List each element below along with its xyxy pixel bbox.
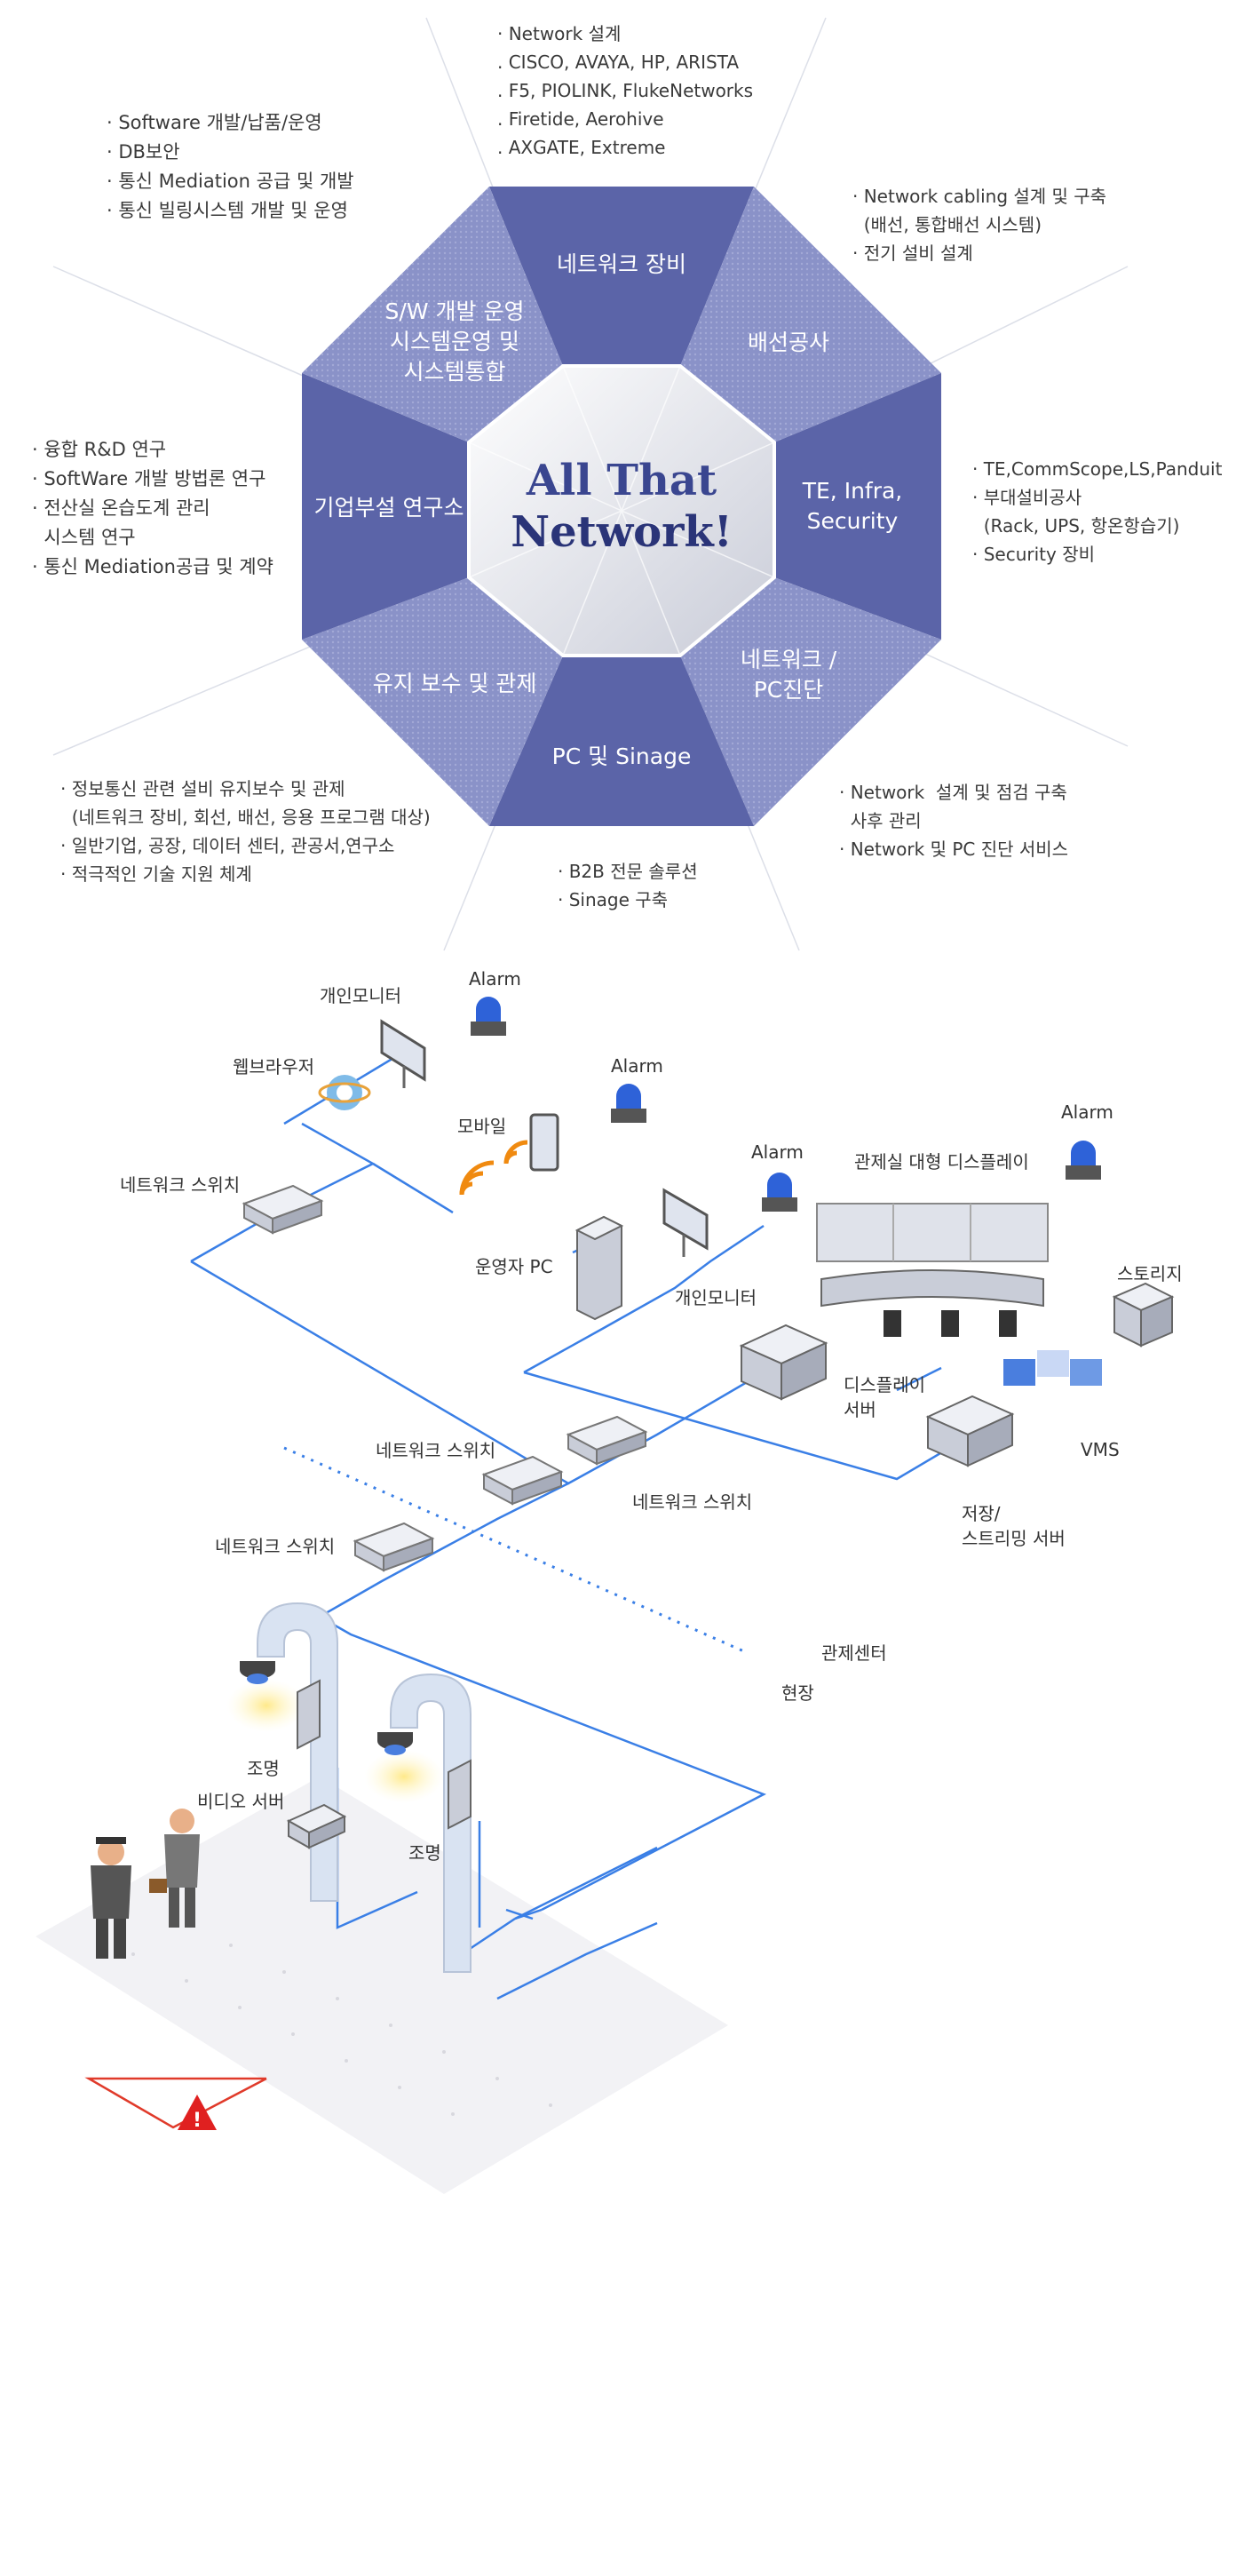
segment-research-lab xyxy=(302,373,469,640)
label-personal-monitor-1: 개인모니터 xyxy=(320,985,401,1006)
segment-label-maintenance: 유지 보수 및 관제 xyxy=(372,671,537,696)
label-field: 현장 xyxy=(781,1682,814,1704)
details-network-equipment: · Network 설계 . CISCO, AVAYA, HP, ARISTA … xyxy=(497,23,754,158)
alarm-icon-3 xyxy=(762,1173,797,1212)
switch-icon-1 xyxy=(242,1184,324,1235)
label-alarm-1: Alarm xyxy=(469,968,521,990)
monitor-icon-2 xyxy=(662,1188,709,1257)
segment-network-pc-diag xyxy=(680,577,941,826)
lamp-pole-2 xyxy=(364,1673,472,1973)
camera-box-2 xyxy=(448,1759,472,1830)
segment-network-equipment xyxy=(489,187,754,366)
center-field-separator xyxy=(283,1446,747,1654)
label-lighting-1: 조명 xyxy=(247,1758,280,1779)
vms-icon xyxy=(1003,1350,1102,1386)
details-research-lab: · 융합 R&D 연구 · SoftWare 개발 방법론 연구 · 전산실 온… xyxy=(32,439,273,577)
segment-pc-sinage xyxy=(489,656,754,826)
wireless-icon xyxy=(459,1140,528,1196)
segment-te-infra xyxy=(774,373,941,640)
label-alarm-4: Alarm xyxy=(1061,1101,1113,1123)
mobile-icon xyxy=(529,1113,559,1172)
segment-label-cabling: 배선공사 xyxy=(747,330,830,355)
person-icon-1 xyxy=(91,1837,131,1959)
camera-box-1 xyxy=(297,1679,321,1750)
details-sw-dev: · Software 개발/납품/운영 · DB보안 · 통신 Mediatio… xyxy=(107,112,354,221)
segment-label-pc-sinage: PC 및 Sinage xyxy=(551,743,692,769)
switch-icon-2 xyxy=(566,1415,648,1466)
segment-sw-dev xyxy=(302,187,563,442)
details-network-pc-diag: · Network 설계 및 점검 구축 사후 관리 · Network 및 P… xyxy=(839,782,1069,860)
label-network-switch-1: 네트워크 스위치 xyxy=(120,1174,241,1196)
segment-maintenance xyxy=(302,577,563,826)
alarm-icon-1 xyxy=(471,997,506,1036)
segment-label-te-infra: TE, Infra,Security xyxy=(802,478,903,534)
storage-icon xyxy=(1112,1282,1175,1348)
display-server-icon xyxy=(739,1324,828,1401)
center-title: All That Network! xyxy=(511,456,733,557)
details-cabling: · Network cabling 설계 및 구축 (배선, 통합배선 시스템)… xyxy=(852,186,1107,264)
svg-text:!: ! xyxy=(193,2110,202,2132)
segment-label-network-pc-diag: 네트워크 /PC진단 xyxy=(740,647,837,703)
label-vms: VMS xyxy=(1081,1439,1120,1460)
label-personal-monitor-2: 개인모니터 xyxy=(675,1287,757,1308)
label-network-switch-2: 네트워크 스위치 xyxy=(376,1440,496,1461)
label-stream-server: 저장/스트리밍 서버 xyxy=(962,1503,1066,1549)
monitor-icon-1 xyxy=(380,1019,426,1088)
label-lighting-2: 조명 xyxy=(408,1842,441,1864)
floor xyxy=(36,1777,728,2194)
video-server-icon xyxy=(286,1803,347,1849)
label-operator-pc: 운영자 PC xyxy=(475,1256,553,1277)
warning-icon xyxy=(178,2095,217,2130)
alarm-icon-2 xyxy=(611,1084,646,1123)
switch-icon-4 xyxy=(353,1522,435,1572)
label-control-center: 관제센터 xyxy=(821,1642,887,1664)
label-network-switch-3: 네트워크 스위치 xyxy=(632,1491,753,1513)
stream-server-icon xyxy=(925,1395,1015,1467)
details-te-infra: · TE,CommScope,LS,Panduit · 부대설비공사 (Rack… xyxy=(972,458,1223,565)
label-control-display: 관제실 대형 디스플레이 xyxy=(854,1151,1029,1173)
segment-label-research-lab: 기업부설 연구소 xyxy=(313,495,464,521)
person-icon-2 xyxy=(149,1809,200,1928)
details-maintenance: · 정보통신 관련 설비 유지보수 및 관제 (네트워크 장비, 회선, 배선,… xyxy=(60,778,431,885)
segment-cabling xyxy=(680,187,941,442)
switch-icon-3 xyxy=(481,1455,564,1506)
label-alarm-3: Alarm xyxy=(751,1141,804,1163)
details-pc-sinage: · B2B 전문 솔루션 · Sinage 구축 xyxy=(558,861,698,910)
label-network-switch-4: 네트워크 스위치 xyxy=(215,1536,336,1557)
alarm-icon-4 xyxy=(1066,1141,1101,1180)
label-web-browser: 웹브라우저 xyxy=(233,1056,314,1077)
control-room-display-icon xyxy=(816,1203,1049,1337)
operator-pc-icon xyxy=(575,1215,624,1321)
web-browser-icon xyxy=(318,1075,371,1110)
label-storage: 스토리지 xyxy=(1117,1263,1183,1284)
label-video-server: 비디오 서버 xyxy=(197,1791,285,1812)
label-mobile: 모바일 xyxy=(457,1116,507,1137)
label-alarm-2: Alarm xyxy=(611,1055,663,1077)
segment-label-network-equipment: 네트워크 장비 xyxy=(557,251,686,277)
